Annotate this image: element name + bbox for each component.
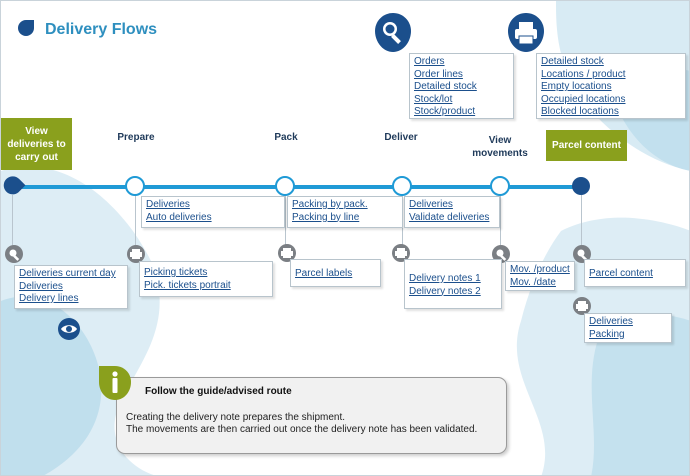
timeline-node-pack[interactable] [275,175,295,197]
movements-details-box: Mov. /product Mov. /date [505,261,575,291]
prepare-links-box: Deliveries Auto deliveries [141,196,285,228]
deliver-link[interactable]: Deliveries [409,199,453,210]
print-list-box: Detailed stock Locations / product Empty… [536,53,686,119]
search-icon[interactable] [491,244,511,264]
end-query-details-box: Parcel content [584,259,686,287]
stage-prepare-label: Prepare [117,132,155,143]
top-search-link[interactable]: Stock/product [414,106,476,117]
connector-line [500,195,501,245]
stage-deliver-label: Deliver [384,132,418,143]
printer-icon[interactable] [507,11,545,53]
prepare-detail-link[interactable]: Pick. tickets portrait [144,279,231,291]
search-icon[interactable] [374,11,412,53]
stage-pack-label: Pack [274,132,298,143]
start-detail-link[interactable]: Delivery lines [19,293,79,304]
process-timeline [3,175,590,197]
connector-line [581,195,582,245]
end-print-detail-link[interactable]: Deliveries [589,316,633,327]
top-print-link[interactable]: Blocked locations [541,106,619,117]
top-print-link[interactable]: Detailed stock [541,56,604,67]
top-print-link[interactable]: Locations / product [541,68,626,80]
pack-links-box: Packing by pack. Packing by line [287,196,403,228]
top-search-link[interactable]: Order lines [414,68,463,80]
connector-line [12,195,13,245]
movements-detail-link[interactable]: Mov. /date [510,276,556,288]
page-title: Delivery Flows [45,21,158,38]
deliver-detail-link[interactable]: Delivery notes 1 [409,273,481,284]
search-icon[interactable] [572,244,592,264]
printer-icon[interactable] [572,296,592,316]
search-list-box: Orders Order lines Detailed stock Stock/… [409,53,514,119]
timeline-node-prepare[interactable] [125,175,145,197]
stage-view-movements-label: View movements [472,135,528,159]
end-print-detail-link[interactable]: Packing [589,328,625,340]
guide-text-line: The movements are then carried out once … [126,424,478,435]
pack-details-box: Parcel labels [290,259,381,287]
deliver-details-box: Delivery notes 1 Delivery notes 2 [404,259,502,309]
prepare-details-box: Picking tickets Pick. tickets portrait [139,261,273,297]
deliver-detail-link[interactable]: Delivery notes 2 [409,285,481,297]
top-search-link[interactable]: Orders [414,56,445,67]
start-details-box: Deliveries current day Deliveries Delive… [14,265,128,309]
end-query-detail-link[interactable]: Parcel content [589,268,653,279]
printer-icon[interactable] [277,243,297,263]
top-search-link[interactable]: Detailed stock [414,81,477,92]
movements-detail-link[interactable]: Mov. /product [510,264,570,275]
prepare-link[interactable]: Auto deliveries [146,211,212,223]
prepare-detail-link[interactable]: Picking tickets [144,267,208,278]
deliver-link[interactable]: Validate deliveries [409,211,490,223]
connector-line [285,195,286,245]
stage-end-label: Parcel content [546,130,627,161]
deliver-links-box: Deliveries Validate deliveries [404,196,500,228]
printer-icon[interactable] [126,244,146,264]
start-detail-link[interactable]: Deliveries [19,280,63,292]
start-detail-link[interactable]: Deliveries current day [19,268,116,279]
info-icon [99,366,131,400]
title-drop-icon [18,20,34,36]
prepare-link[interactable]: Deliveries [146,199,190,210]
guide-panel: Follow the guide/advised route Creating … [116,377,507,454]
end-print-details-box: Deliveries Packing [584,313,672,343]
guide-text-line: Creating the delivery note prepares the … [126,412,346,423]
pack-detail-link[interactable]: Parcel labels [295,268,353,279]
guide-title: Follow the guide/advised route [145,386,292,397]
pack-link[interactable]: Packing by line [292,211,360,223]
stage-start-label: View deliveries to carry out [1,118,72,170]
eye-icon[interactable] [57,317,81,341]
printer-icon[interactable] [391,243,411,263]
top-print-link[interactable]: Occupied locations [541,93,626,105]
pack-link[interactable]: Packing by pack. [292,199,368,210]
top-print-link[interactable]: Empty locations [541,81,612,92]
timeline-node-movements[interactable] [490,175,510,197]
timeline-node-deliver[interactable] [392,175,412,197]
search-icon[interactable] [4,244,24,264]
top-search-link[interactable]: Stock/lot [414,93,453,105]
connector-line [135,195,136,245]
